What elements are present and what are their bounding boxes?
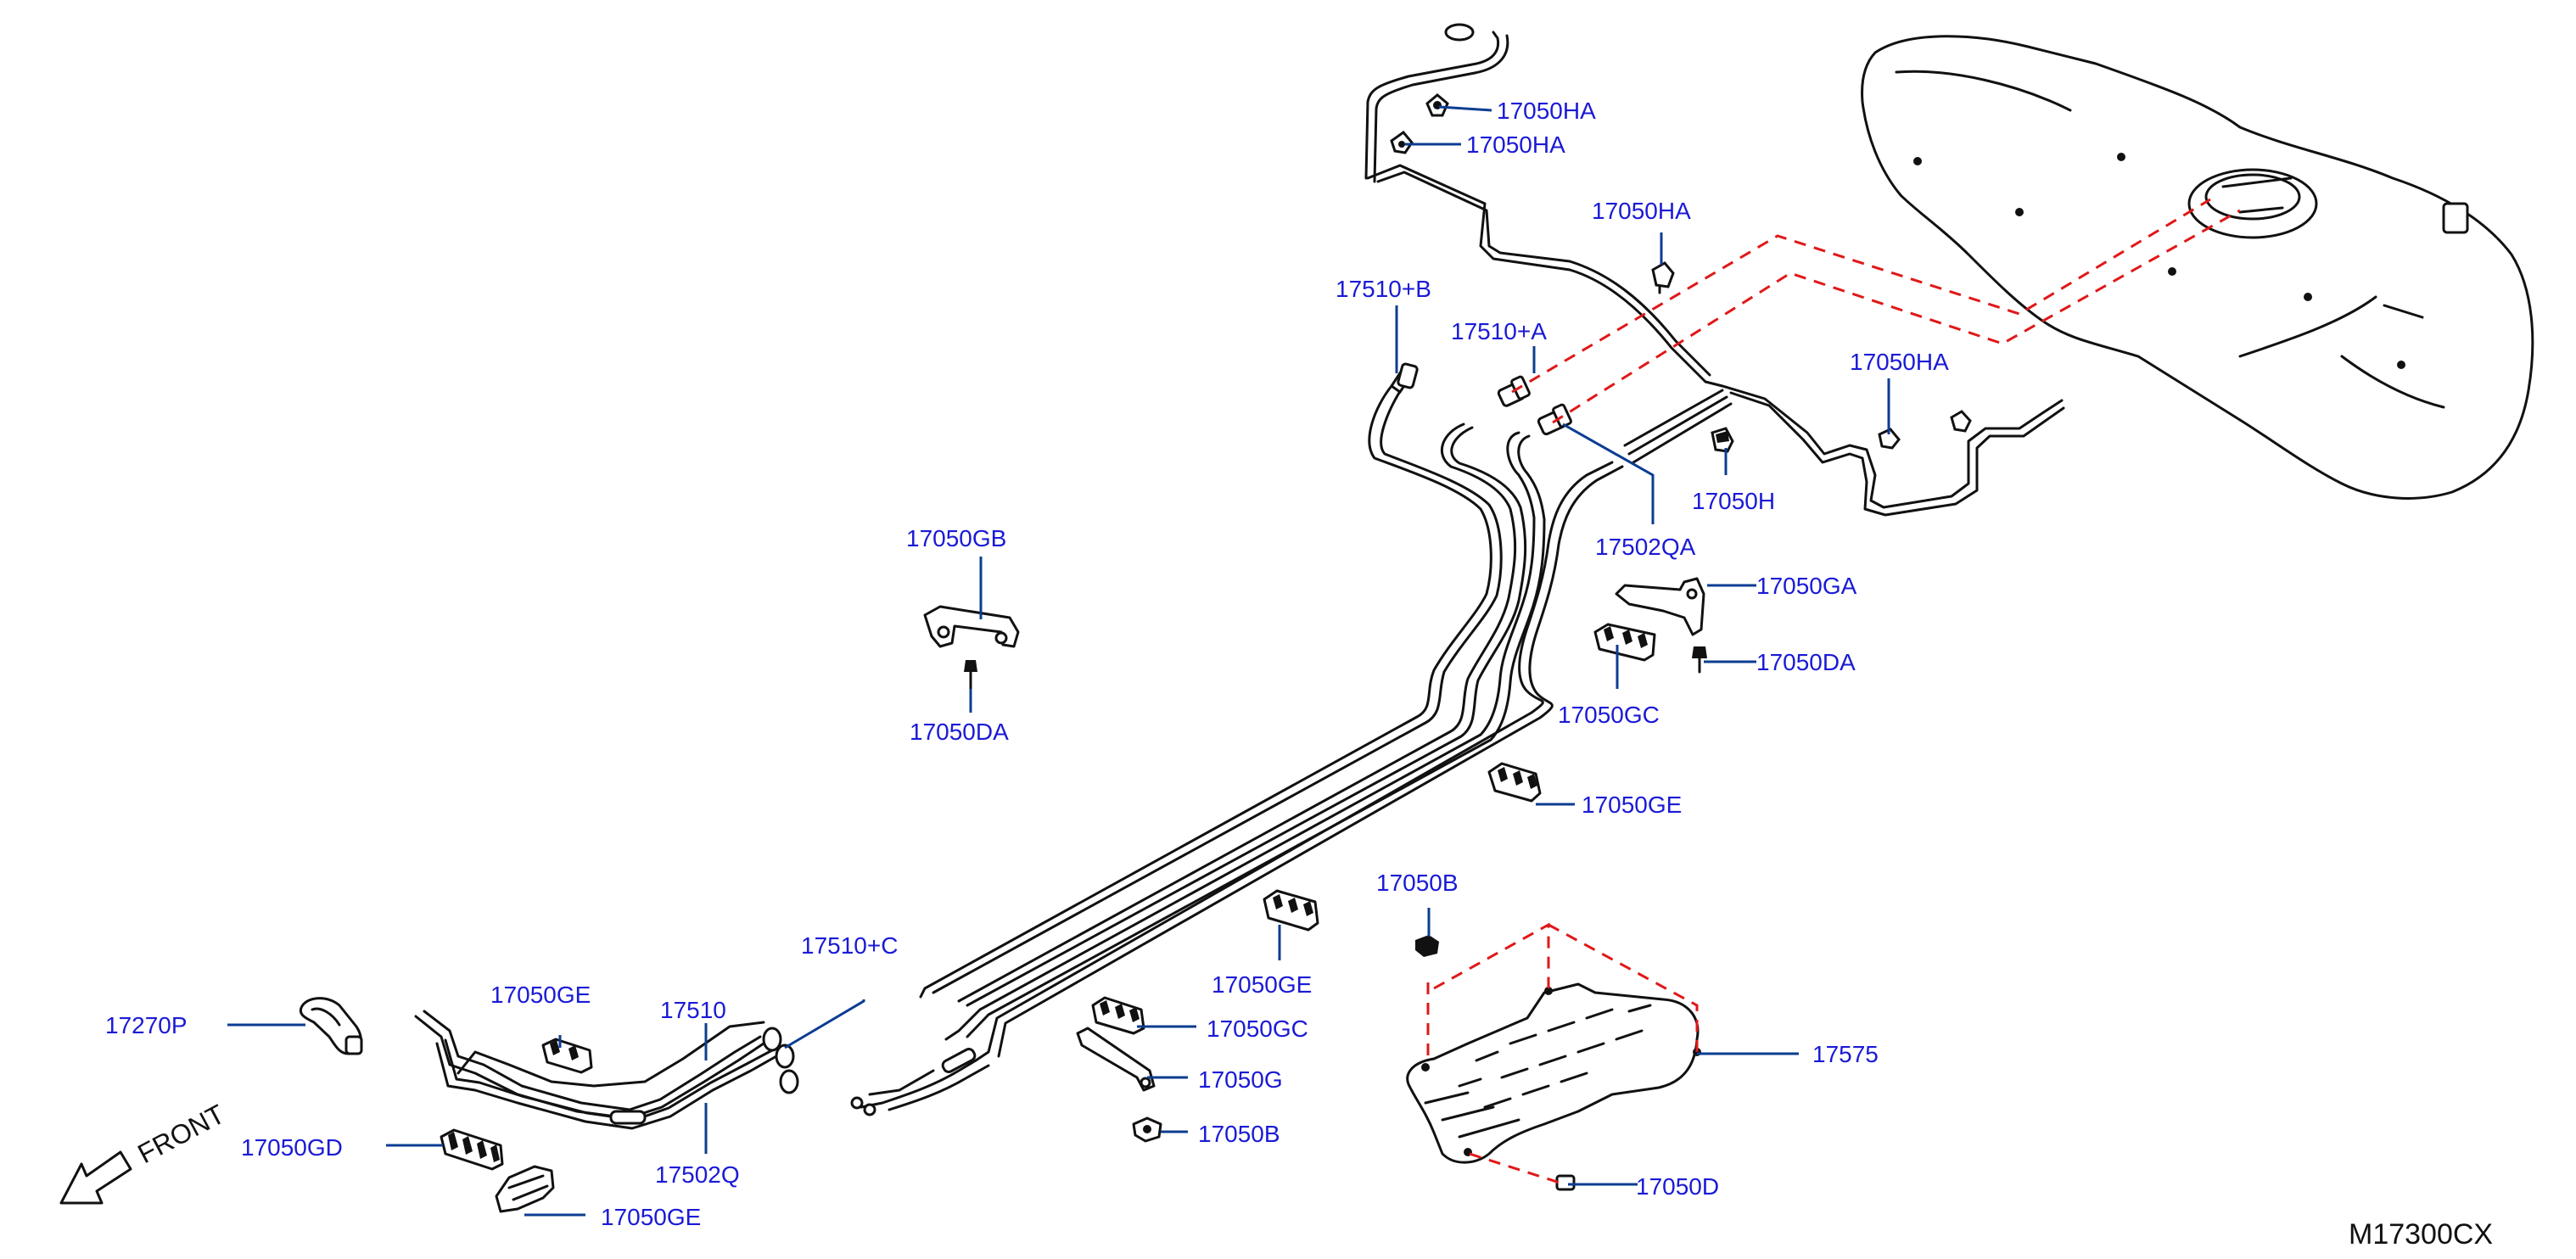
bracket-17050ga <box>1615 577 1705 636</box>
callout-17050ha-1: 17050HA <box>1497 98 1596 124</box>
shield-17575 <box>1406 982 1701 1191</box>
callout-17050gc-upper: 17050GC <box>1558 702 1660 728</box>
connector-17510-b <box>1389 362 1419 394</box>
connector-17502qa <box>1537 403 1572 436</box>
callout-17050ge-bottom-left: 17050GE <box>601 1204 701 1230</box>
diagram-code: M17300CX <box>2349 1218 2493 1251</box>
clip-17050ha-4 <box>1878 410 1972 450</box>
main-pipe-bundle <box>850 384 1624 1116</box>
callout-17502qa: 17502QA <box>1595 534 1696 560</box>
front-pipe-section <box>414 1010 799 1130</box>
hose-17270p <box>299 997 363 1055</box>
callout-17050ge-center: 17050GE <box>1212 971 1312 998</box>
quick-connectors <box>1389 362 1572 436</box>
callout-17050h: 17050H <box>1692 488 1775 514</box>
clip-17050gc-lower <box>1091 996 1145 1035</box>
front-direction-arrow: FRONT <box>59 1099 230 1205</box>
callout-labels: 17050HA 17050HA 17050HA 17050HA 17510+B … <box>105 98 1949 1230</box>
nut-17050b-upper <box>1415 935 1439 957</box>
guide-lines <box>1426 198 2241 1184</box>
callout-17050g: 17050G <box>1198 1066 1283 1093</box>
bolt-17050da-right <box>1692 646 1707 674</box>
callout-17575: 17575 <box>1812 1041 1879 1067</box>
callout-17050ga: 17050GA <box>1756 573 1857 599</box>
callout-17050gd: 17050GD <box>241 1134 343 1161</box>
clip-17050ge-mid-right <box>1487 762 1542 803</box>
callout-17050ha-3: 17050HA <box>1592 198 1691 224</box>
clip-17050gd <box>440 1128 504 1171</box>
bolt-17050da-left <box>964 660 977 691</box>
clip-17050gc-upper <box>1593 623 1656 662</box>
callout-17050da-left: 17050DA <box>910 719 1009 745</box>
clip-17050ge-lower-left <box>541 1038 593 1074</box>
callout-17510-a: 17510+A <box>1451 318 1547 344</box>
clip-17050ha-2 <box>1390 130 1414 154</box>
callout-17510-b: 17510+B <box>1336 276 1431 302</box>
callout-17050ge-lower-left: 17050GE <box>490 982 591 1008</box>
callout-17510-c: 17510+C <box>801 932 898 959</box>
callout-17050b-lower: 17050B <box>1198 1121 1280 1147</box>
front-label: FRONT <box>132 1099 229 1170</box>
bracket-17050g <box>1076 1027 1156 1092</box>
clips-and-brackets <box>299 93 1972 1213</box>
callout-17050da-right: 17050DA <box>1756 649 1856 675</box>
clip-17050ge-bottom-left <box>495 1165 555 1213</box>
callout-17050ge-mid-right: 17050GE <box>1582 792 1682 818</box>
callout-17050ha-4: 17050HA <box>1850 349 1949 375</box>
clip-17050ha-3 <box>1651 261 1675 294</box>
callout-17502q: 17502Q <box>655 1161 740 1188</box>
clip-17050h <box>1711 427 1734 453</box>
callout-17050ha-2: 17050HA <box>1466 131 1565 158</box>
callout-17510: 17510 <box>660 997 726 1023</box>
upper-fuel-lines <box>1364 23 2065 517</box>
clip-17050ge-center <box>1263 889 1319 932</box>
callout-17050d: 17050D <box>1636 1173 1719 1200</box>
nut-17050b-lower <box>1132 1116 1162 1143</box>
callout-17050b-upper: 17050B <box>1376 870 1459 896</box>
callout-17050gc-lower: 17050GC <box>1207 1016 1308 1042</box>
callout-17050gb: 17050GB <box>906 525 1006 551</box>
bracket-17050gb <box>923 605 1020 648</box>
leader-lines <box>227 105 1890 1217</box>
clip-17050ha-1 <box>1425 93 1449 117</box>
callout-17270p: 17270P <box>105 1012 188 1038</box>
